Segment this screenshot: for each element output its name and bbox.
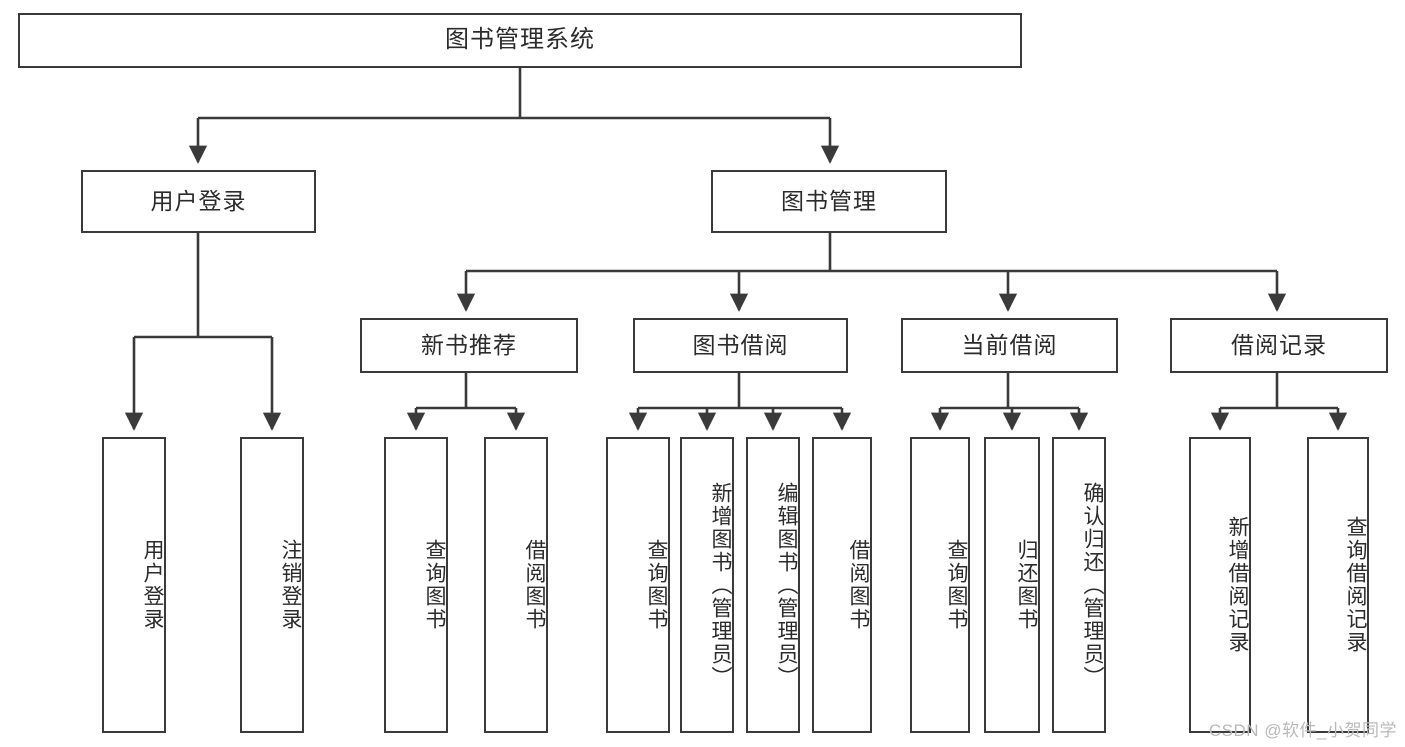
node-label: 图书管理 [781, 187, 877, 214]
node-label: 新增图书（管理员） [709, 481, 732, 689]
node-leaf-logout[interactable]: 注销登录 [240, 437, 304, 733]
node-leaf-borrow-book-2[interactable]: 借阅图书 [812, 437, 872, 733]
node-leaf-user-login[interactable]: 用户登录 [102, 437, 166, 733]
node-leaf-return-book[interactable]: 归还图书 [984, 437, 1040, 733]
node-label: 借阅记录 [1231, 331, 1327, 358]
node-label: 查询图书 [645, 539, 668, 631]
node-leaf-add-book[interactable]: 新增图书（管理员） [680, 437, 734, 733]
node-leaf-query-book-3[interactable]: 查询图书 [910, 437, 970, 733]
node-label: 当前借阅 [961, 331, 1058, 358]
node-leaf-confirm-return[interactable]: 确认归还（管理员） [1052, 437, 1106, 733]
node-label: 归还图书 [1015, 539, 1038, 631]
node-new-book-recommend[interactable]: 新书推荐 [360, 318, 578, 373]
node-label: 新增借阅记录 [1226, 516, 1249, 654]
node-label: 编辑图书（管理员） [775, 481, 798, 689]
node-label: 查询图书 [423, 539, 446, 631]
node-label: 查询借阅记录 [1344, 516, 1367, 654]
node-label: 借阅图书 [523, 539, 546, 631]
node-book-borrow[interactable]: 图书借阅 [633, 318, 848, 373]
node-leaf-query-book-2[interactable]: 查询图书 [606, 437, 670, 733]
node-leaf-query-book-1[interactable]: 查询图书 [384, 437, 448, 733]
node-root[interactable]: 图书管理系统 [18, 13, 1022, 68]
node-current-borrow[interactable]: 当前借阅 [901, 318, 1118, 373]
node-book-manage[interactable]: 图书管理 [711, 170, 947, 233]
node-leaf-add-record[interactable]: 新增借阅记录 [1189, 437, 1251, 733]
watermark: CSDN @软件_小贺同学 [1208, 721, 1397, 740]
node-label: 图书管理系统 [445, 26, 595, 54]
node-leaf-borrow-book-1[interactable]: 借阅图书 [484, 437, 548, 733]
node-label: 借阅图书 [847, 539, 870, 631]
node-borrow-record[interactable]: 借阅记录 [1170, 318, 1388, 373]
node-label: 图书借阅 [692, 331, 789, 358]
node-label: 新书推荐 [421, 331, 517, 358]
node-leaf-query-record[interactable]: 查询借阅记录 [1307, 437, 1369, 733]
node-leaf-edit-book[interactable]: 编辑图书（管理员） [746, 437, 800, 733]
node-label: 用户登录 [150, 187, 247, 214]
node-label: 确认归还（管理员） [1081, 481, 1104, 689]
node-label: 用户登录 [141, 539, 164, 631]
node-label: 查询图书 [945, 539, 968, 631]
node-user-login[interactable]: 用户登录 [81, 170, 316, 233]
node-label: 注销登录 [279, 539, 302, 631]
